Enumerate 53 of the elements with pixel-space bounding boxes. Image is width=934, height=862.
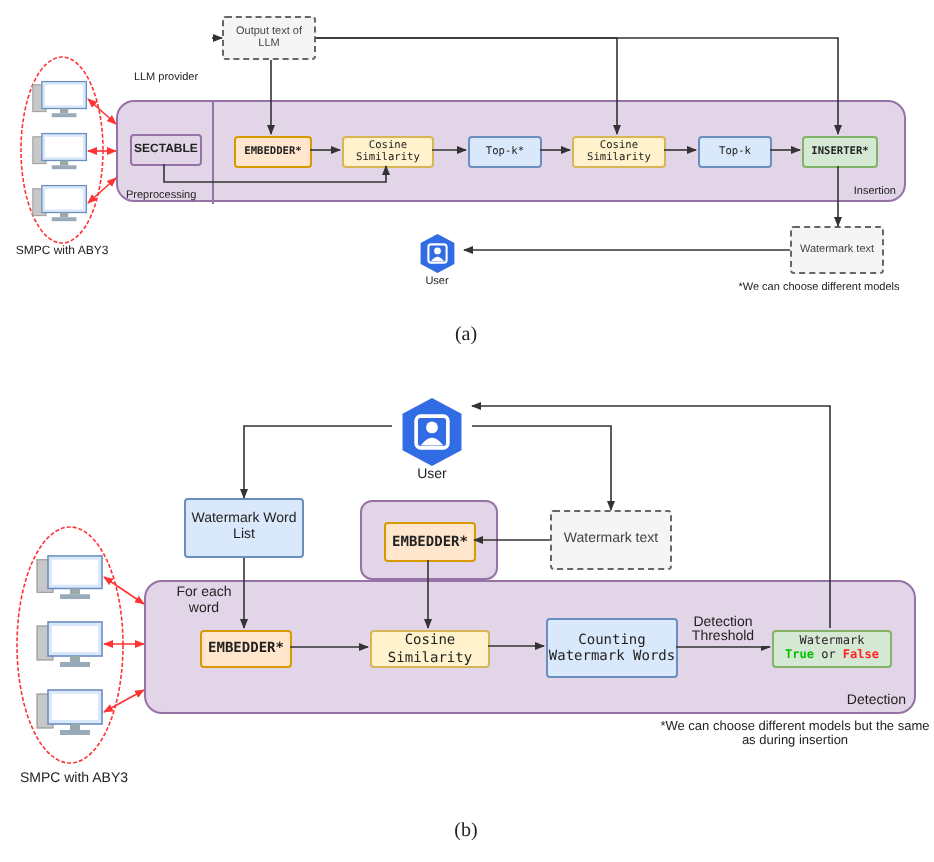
group-panel (360, 500, 498, 580)
arrow (315, 37, 842, 135)
stage-panel (116, 100, 906, 202)
process-box (370, 630, 490, 668)
arrow (211, 34, 223, 42)
process-box (384, 522, 476, 562)
process-box (200, 630, 292, 668)
arrow (487, 642, 545, 650)
computer-icon (36, 620, 104, 668)
computer-icon (32, 80, 88, 118)
process-box (572, 136, 666, 168)
arrow (539, 146, 571, 154)
text-box (550, 510, 672, 570)
arrow (473, 536, 551, 544)
panel-caption: (b) (452, 820, 480, 843)
process-box (698, 136, 772, 168)
double-arrow (103, 689, 145, 713)
arrow (309, 146, 341, 154)
process-box (342, 136, 434, 168)
arrow (471, 425, 615, 511)
process-box (468, 136, 542, 168)
text-box (790, 226, 884, 274)
process-box (234, 136, 312, 168)
text-box (222, 16, 316, 60)
process-box (184, 498, 304, 558)
arrow (163, 163, 390, 183)
double-arrow (87, 177, 117, 204)
arrow (240, 425, 393, 499)
computer-icon (32, 184, 88, 222)
double-arrow (103, 640, 145, 648)
arrow (463, 246, 791, 254)
process-box (546, 618, 678, 678)
arrow (471, 402, 831, 629)
stage-panel (144, 580, 916, 714)
arrow (431, 146, 467, 154)
arrow (834, 165, 842, 227)
panel-caption: (a) (452, 324, 480, 347)
arrow (769, 146, 801, 154)
double-arrow (87, 98, 117, 125)
arrow (675, 643, 771, 651)
arrow (424, 559, 432, 629)
arrow (240, 557, 248, 629)
double-arrow (87, 147, 117, 155)
computer-icon (36, 554, 104, 600)
process-box (802, 136, 878, 168)
computer-icon (36, 688, 104, 736)
computer-icon (32, 132, 88, 170)
process-box (130, 134, 202, 166)
process-box (772, 630, 892, 668)
arrow (289, 643, 369, 651)
arrow (663, 146, 697, 154)
double-arrow (103, 576, 145, 605)
arrow (267, 59, 275, 135)
